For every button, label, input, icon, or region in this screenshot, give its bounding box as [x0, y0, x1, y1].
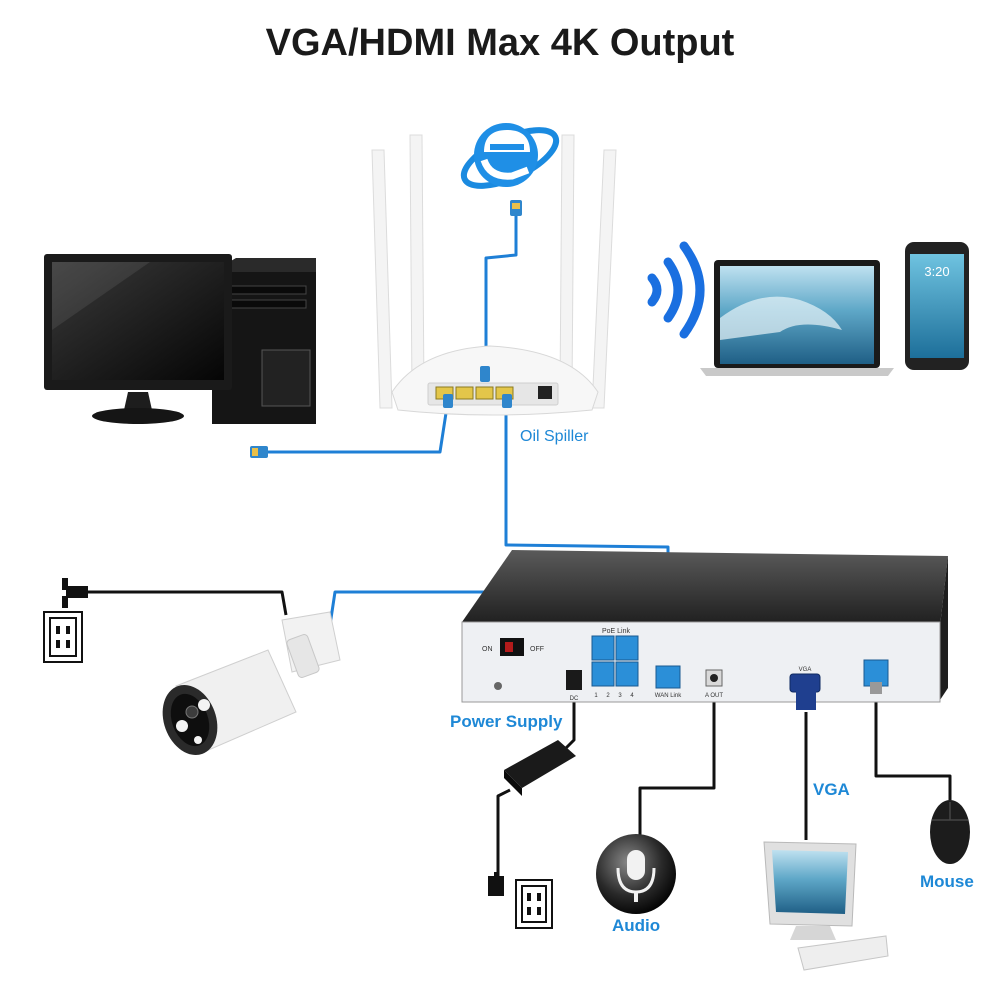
psu-ac-wire: [496, 788, 511, 880]
router-antenna: [559, 134, 575, 393]
poe-port-1[interactable]: [591, 635, 615, 661]
dc-power-jack: [566, 670, 582, 690]
internet-cable: [484, 212, 518, 372]
mouse-wire: [874, 690, 952, 800]
bullet-camera: [162, 611, 341, 755]
ground-screw: [494, 682, 502, 690]
laptop: [700, 260, 894, 376]
usb-port: [863, 659, 889, 687]
mouse-label: Mouse: [920, 872, 974, 891]
router-antenna: [409, 134, 425, 393]
nvr-rear-panel: [461, 621, 941, 703]
poe-port-number: 3: [618, 693, 622, 699]
wan-port[interactable]: [655, 665, 681, 689]
nvr-lid: [462, 550, 948, 626]
rj45-plug-pc: [250, 446, 268, 458]
vga-connector: [796, 688, 816, 710]
rj45-plug: [443, 394, 453, 408]
poe-port-3[interactable]: [591, 661, 615, 687]
wall-outlet-icon: [43, 611, 83, 663]
microphone-icon: [596, 834, 676, 914]
router-power-jack: [538, 386, 552, 399]
desktop-pc: [44, 254, 316, 424]
mouse-icon: [930, 800, 970, 864]
rj45-plug: [480, 366, 490, 382]
wall-outlet-icon: [515, 879, 553, 929]
rj45-plug-top: [510, 200, 522, 216]
camera-power-plug: [62, 578, 88, 608]
audio-wire: [638, 690, 716, 842]
psu-dc-wire: [564, 700, 576, 750]
poe-port-number: 2: [606, 693, 610, 699]
power-switch-on-label: ON: [482, 646, 493, 653]
camera-power-wire: [88, 590, 288, 616]
vga-port-label: VGA: [799, 667, 812, 673]
poe-port-number: 1: [594, 693, 598, 699]
phone-time: 3:20: [924, 264, 949, 279]
rj45-plug: [502, 394, 512, 408]
pc-cable: [266, 399, 450, 454]
poe-port-number: 4: [630, 693, 634, 699]
smartphone: 3:20: [905, 242, 969, 370]
dc-jack-label: DC: [570, 696, 579, 702]
wan-link-label: WAN Link: [655, 693, 682, 699]
router-lan-port: [475, 386, 494, 400]
black-wires: [88, 590, 952, 880]
power-adapter: [504, 740, 576, 796]
router-lan-port: [455, 386, 474, 400]
power-supply-label: Power Supply: [450, 712, 563, 731]
internet-icon: [460, 123, 560, 189]
oil-spiller-label: Oil Spiller: [520, 428, 589, 445]
wifi-signal-icon: [647, 241, 705, 339]
router-antenna: [591, 149, 617, 409]
router-antenna: [371, 149, 393, 409]
audio-out-label: A OUT: [705, 693, 723, 699]
poe-port-2[interactable]: [615, 635, 639, 661]
nvr-recorder: ON OFF DC PoE Link 1 2 3 4 WAN Link A OU…: [461, 550, 948, 710]
adapter-plug: [488, 872, 504, 896]
audio-label: Audio: [612, 916, 661, 935]
router: [371, 134, 617, 416]
poe-port-4[interactable]: [615, 661, 639, 687]
diagram-title: VGA/HDMI Max 4K Output: [265, 22, 735, 64]
usb-connector: [870, 682, 882, 694]
power-switch-off-label: OFF: [530, 646, 544, 653]
vga-label: VGA: [813, 780, 850, 799]
vga-monitor: [763, 841, 889, 971]
poe-link-label: PoE Link: [602, 628, 631, 635]
